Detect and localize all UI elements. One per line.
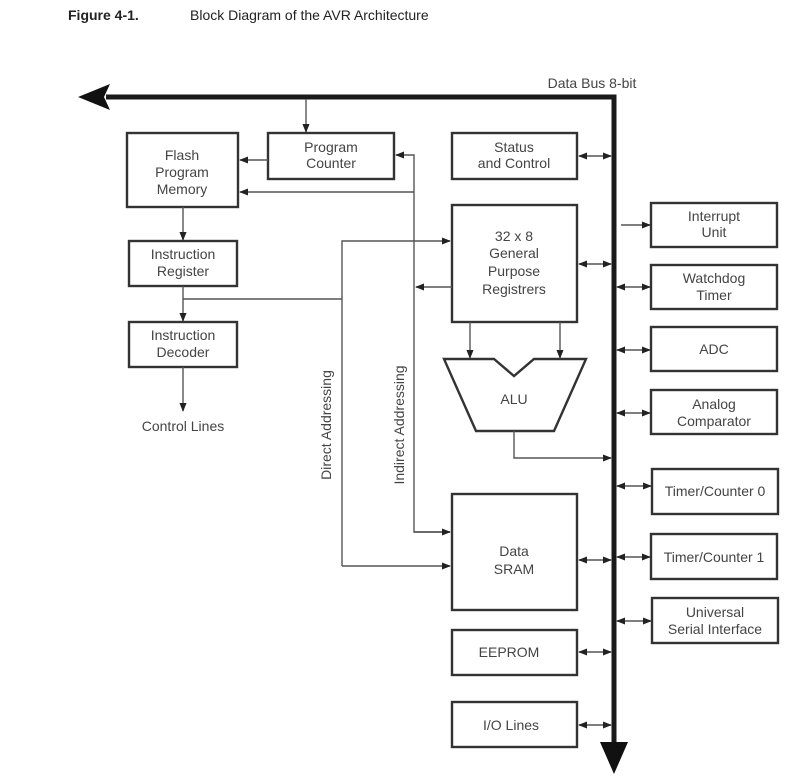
status-control-label-1: Status [494, 139, 534, 155]
analog-comparator-label-1: Analog [692, 396, 736, 412]
eeprom-block: EEPROM [450, 628, 579, 677]
figure-caption: Figure 4-1. Block Diagram of the AVR Arch… [68, 7, 429, 23]
usi-label-1: Universal [686, 604, 744, 620]
watchdog-timer-label-1: Watchdog [683, 270, 746, 286]
instruction-register-label-2: Register [157, 263, 209, 279]
program-counter-label-1: Program [304, 139, 358, 155]
flash-label-1: Flash [165, 147, 199, 163]
direct-addressing-label: Direct Addressing [318, 370, 334, 480]
eeprom-label: EEPROM [479, 644, 540, 660]
instruction-register-label-1: Instruction [151, 246, 216, 262]
bus-arrow-down-icon [600, 742, 628, 774]
io-lines-block: I/O Lines [450, 700, 579, 749]
alu-block: ALU [442, 357, 588, 433]
alu-label: ALU [500, 391, 527, 407]
data-sram-label-2: SRAM [494, 561, 534, 577]
usi-label-2: Serial Interface [668, 621, 762, 637]
timer-counter-0-label: Timer/Counter 0 [665, 483, 766, 499]
wire-direct-to-registers [341, 237, 451, 566]
data-bus: Data Bus 8-bit [78, 75, 636, 774]
registers-label-1: 32 x 8 [495, 228, 533, 244]
data-bus-label: Data Bus 8-bit [548, 75, 637, 91]
status-control-block: Status and Control [450, 131, 579, 181]
instruction-decoder-label-1: Instruction [151, 327, 216, 343]
status-control-label-2: and Control [478, 155, 550, 171]
control-lines-label: Control Lines [142, 418, 225, 434]
bus-arrow-left-icon [78, 84, 110, 110]
general-purpose-registers-block: 32 x 8 General Purpose Registrers [450, 203, 579, 324]
data-sram-block: Data SRAM [450, 492, 579, 612]
io-lines-label: I/O Lines [483, 717, 539, 733]
instruction-decoder-label-2: Decoder [157, 344, 210, 360]
registers-label-2: General [489, 245, 539, 261]
registers-label-4: Registrers [482, 281, 546, 297]
data-sram-label-1: Data [499, 543, 529, 559]
data-bus-line [106, 94, 617, 748]
usi-block: Universal Serial Interface [650, 596, 780, 645]
analog-comparator-label-2: Comparator [677, 413, 751, 429]
flash-label-2: Program [155, 164, 209, 180]
interrupt-unit-label-2: Unit [702, 224, 727, 240]
flash-label-3: Memory [157, 181, 208, 197]
analog-comparator-block: Analog Comparator [649, 388, 779, 436]
figure-number: Figure 4-1. [68, 7, 139, 23]
watchdog-timer-block: Watchdog Timer [649, 263, 779, 311]
connections [179, 99, 652, 729]
wire-alu-to-bus [513, 431, 612, 462]
watchdog-timer-label-2: Timer [696, 287, 732, 303]
registers-label-3: Purpose [488, 263, 540, 279]
interrupt-unit-label-1: Interrupt [688, 208, 740, 224]
instruction-decoder-block: Instruction Decoder [127, 320, 239, 369]
program-counter-label-2: Counter [306, 155, 356, 171]
adc-block: ADC [649, 325, 779, 373]
timer-counter-0-block: Timer/Counter 0 [650, 467, 780, 516]
program-counter-block: Program Counter [266, 131, 396, 181]
flash-program-memory-block: Flash Program Memory [125, 131, 240, 209]
adc-label: ADC [699, 341, 729, 357]
interrupt-unit-block: Interrupt Unit [649, 201, 779, 249]
indirect-addressing-label: Indirect Addressing [391, 365, 407, 484]
timer-counter-1-label: Timer/Counter 1 [664, 549, 765, 565]
figure-title: Block Diagram of the AVR Architecture [190, 7, 429, 23]
instruction-register-block: Instruction Register [127, 239, 239, 288]
timer-counter-1-block: Timer/Counter 1 [649, 532, 779, 581]
